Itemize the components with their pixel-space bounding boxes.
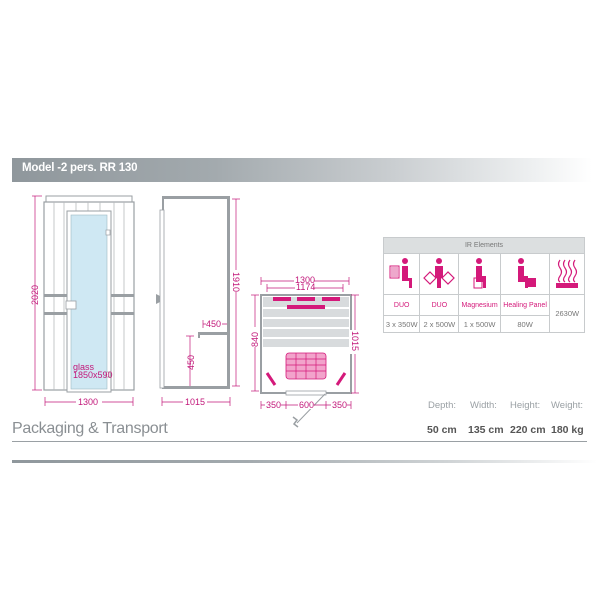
front-height-label: 2020 [30,285,40,305]
side-width-label: 1015 [185,397,205,407]
ir-col-3-value: 1 x 500W [458,315,501,333]
height-label: Height: [510,400,541,411]
ir-col-3-label: Magnesium [458,294,501,316]
bottom-divider-bar [12,460,597,463]
person-side-heaters-icon [423,258,456,288]
bench-height-label: 450 [186,355,196,370]
ir-col-4-value: 80W [499,315,551,333]
person-back-heater-icon [389,258,412,288]
bench-depth-label: 450 [206,319,221,329]
ir-col-1-icon-cell [382,253,421,295]
ir-total-value: 2630W [549,294,585,333]
packaging-divider [12,441,587,442]
person-magnesium-icon [473,258,486,289]
side-view-drawing: 450 450 1910 1015 [156,196,241,407]
top-depth-left-label: 840 [250,332,260,347]
ir-col-4-icon-cell [499,253,551,295]
glass-label: glass [73,362,95,372]
top-inner-width-label: 1174 [296,282,315,292]
front-width-label: 1300 [78,397,98,407]
ir-col-5-icon-cell [549,253,585,295]
packaging-title: Packaging & Transport [12,420,168,437]
weight-value: 180 kg [551,424,584,436]
ir-table-header: IR Elements [383,237,585,254]
height-value: 220 cm [510,424,546,436]
width-label: Width: [470,400,497,411]
depth-label: Depth: [428,400,456,411]
side-height-label: 1910 [231,272,241,292]
ir-col-2-label: DUO [419,294,460,316]
ir-col-1-label: DUO [382,294,421,316]
top-bottom-right-label: 350 [332,400,347,410]
top-view-drawing: 1300 1174 840 1015 350 600 350 [250,275,360,428]
top-depth-right-label: 1015 [350,331,360,351]
heat-waves-icon [556,259,579,288]
glass-size-label: 1850x590 [73,370,113,380]
front-view-drawing: glass 1850x590 2020 1300 [30,195,135,407]
top-bottom-center-label: 600 [299,400,314,410]
top-outer-width-label: 1300 [295,275,315,285]
ir-col-2-icon-cell [419,253,460,295]
model-banner: Model -2 pers. RR 130 [12,158,592,182]
ir-col-1-value: 3 x 350W [382,315,421,333]
model-title: Model -2 pers. RR 130 [22,162,138,174]
person-healing-panel-icon [518,258,537,288]
width-value: 135 cm [468,424,504,436]
depth-value: 50 cm [427,424,457,436]
weight-label: Weight: [551,400,584,411]
ir-col-2-value: 2 x 500W [419,315,460,333]
ir-col-3-icon-cell [458,253,501,295]
ir-col-4-label: Healing Panel [499,294,551,316]
ir-elements-table: IR Elements [382,237,585,333]
top-bottom-left-label: 350 [266,400,281,410]
